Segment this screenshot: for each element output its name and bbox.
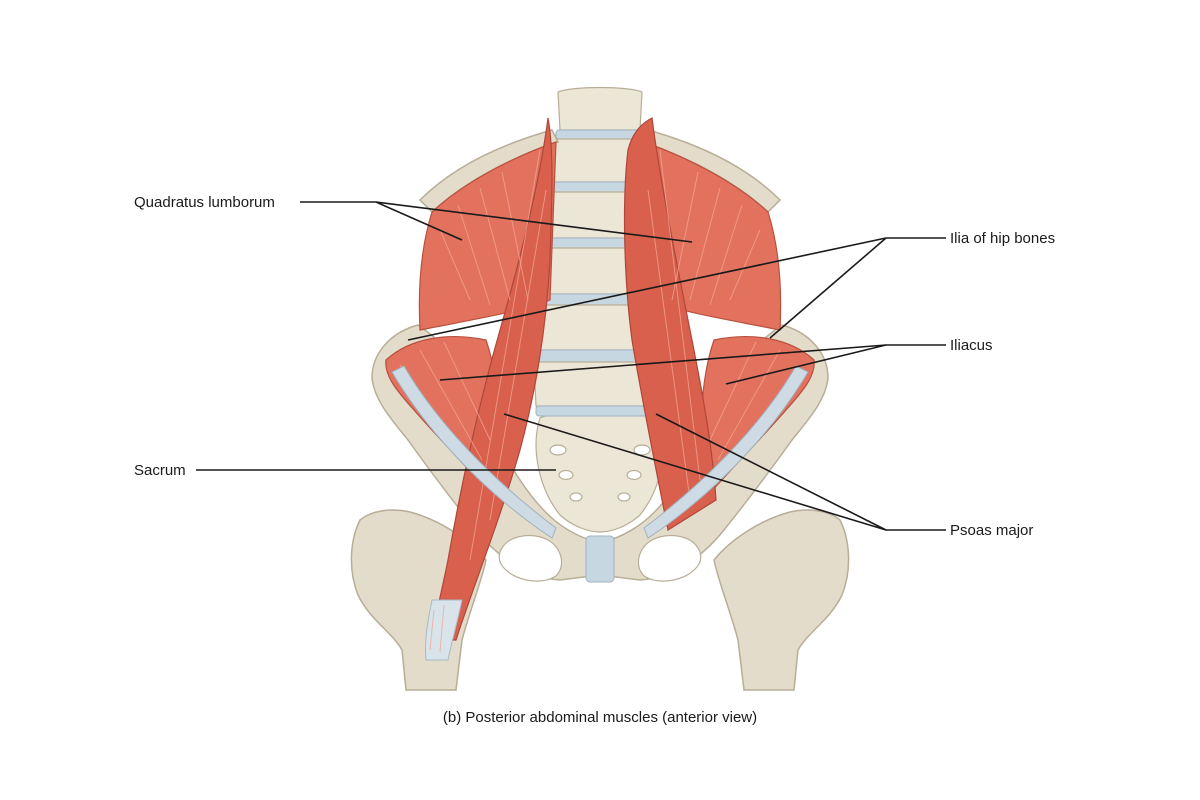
- pubic-symphysis: [585, 535, 615, 583]
- label-ilia-of-hip-bones: Ilia of hip bones: [950, 230, 1055, 247]
- iliopsoas-tendon-left: [425, 599, 463, 661]
- figure-caption: (b) Posterior abdominal muscles (anterio…: [443, 709, 757, 726]
- right-femur: [713, 509, 850, 691]
- inguinal-ligament-right: [643, 365, 809, 539]
- label-quadratus-lumborum: Quadratus lumborum: [134, 194, 275, 211]
- label-sacrum: Sacrum: [134, 462, 186, 479]
- sacrum-bone: [535, 409, 665, 533]
- leader-lines: [196, 201, 946, 531]
- inguinal-ligament-left: [391, 365, 557, 539]
- right-obturator-foramen: [637, 534, 702, 582]
- left-obturator-foramen: [498, 534, 563, 582]
- label-iliacus: Iliacus: [950, 337, 993, 354]
- label-psoas-major: Psoas major: [950, 522, 1033, 539]
